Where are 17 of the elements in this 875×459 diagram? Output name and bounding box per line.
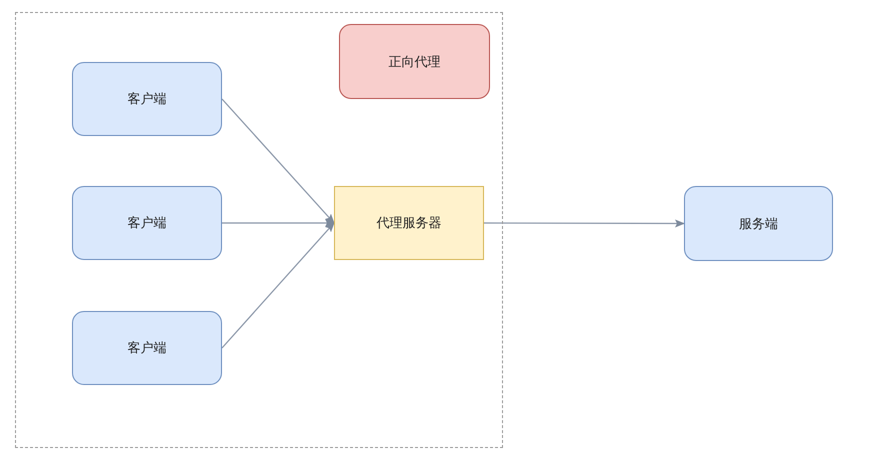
dashed-group-box <box>15 12 503 448</box>
process-box <box>72 311 222 385</box>
node-label: 代理服务器 <box>376 215 442 232</box>
arrow <box>222 222 335 348</box>
process-box <box>72 186 222 260</box>
arrow <box>222 98 335 224</box>
process-box <box>684 186 833 261</box>
node-label: 客户端 <box>128 215 166 232</box>
process-box <box>72 62 222 136</box>
node-label: 客户端 <box>128 340 166 357</box>
node-label: 客户端 <box>128 91 166 108</box>
process-box <box>334 186 484 260</box>
arrow <box>222 219 335 227</box>
arrow <box>484 219 685 228</box>
node-label: 正向代理 <box>388 54 440 70</box>
node-label: 服务端 <box>739 216 778 232</box>
title-box <box>339 24 490 99</box>
